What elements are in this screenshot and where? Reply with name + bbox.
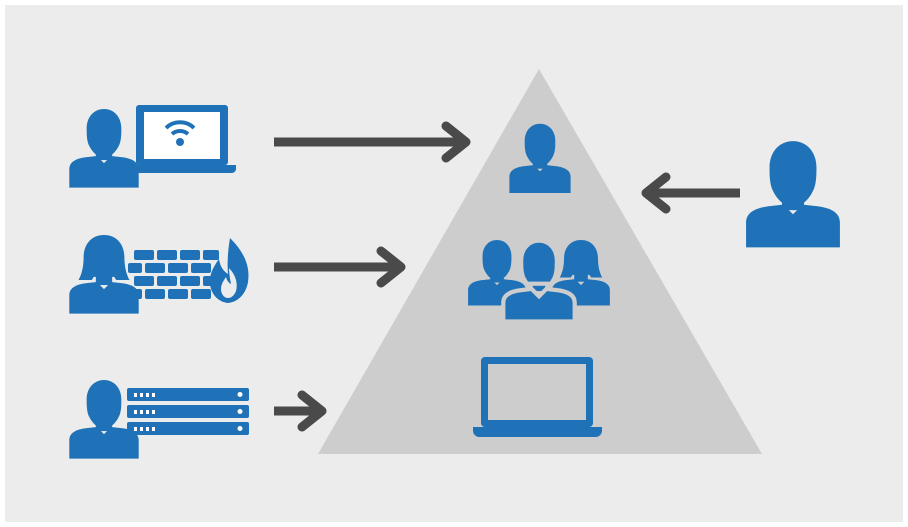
arrow-server-admin-to-bottom xyxy=(274,390,327,432)
pyramid-laptop-icon xyxy=(473,357,602,437)
wifi-icon xyxy=(164,120,196,146)
arrow-network-admin-to-middle xyxy=(274,246,406,288)
network-admin-group xyxy=(69,235,249,314)
arrow-remote-user-to-top xyxy=(274,121,471,163)
arrow-external-user-to-top xyxy=(641,172,740,214)
flame-icon xyxy=(209,238,249,303)
remote-user-group xyxy=(69,105,236,188)
server-rack-icon xyxy=(127,388,249,435)
laptop-icon xyxy=(128,105,236,173)
brick-firewall-icon xyxy=(128,250,219,299)
server-admin-group xyxy=(69,380,249,459)
